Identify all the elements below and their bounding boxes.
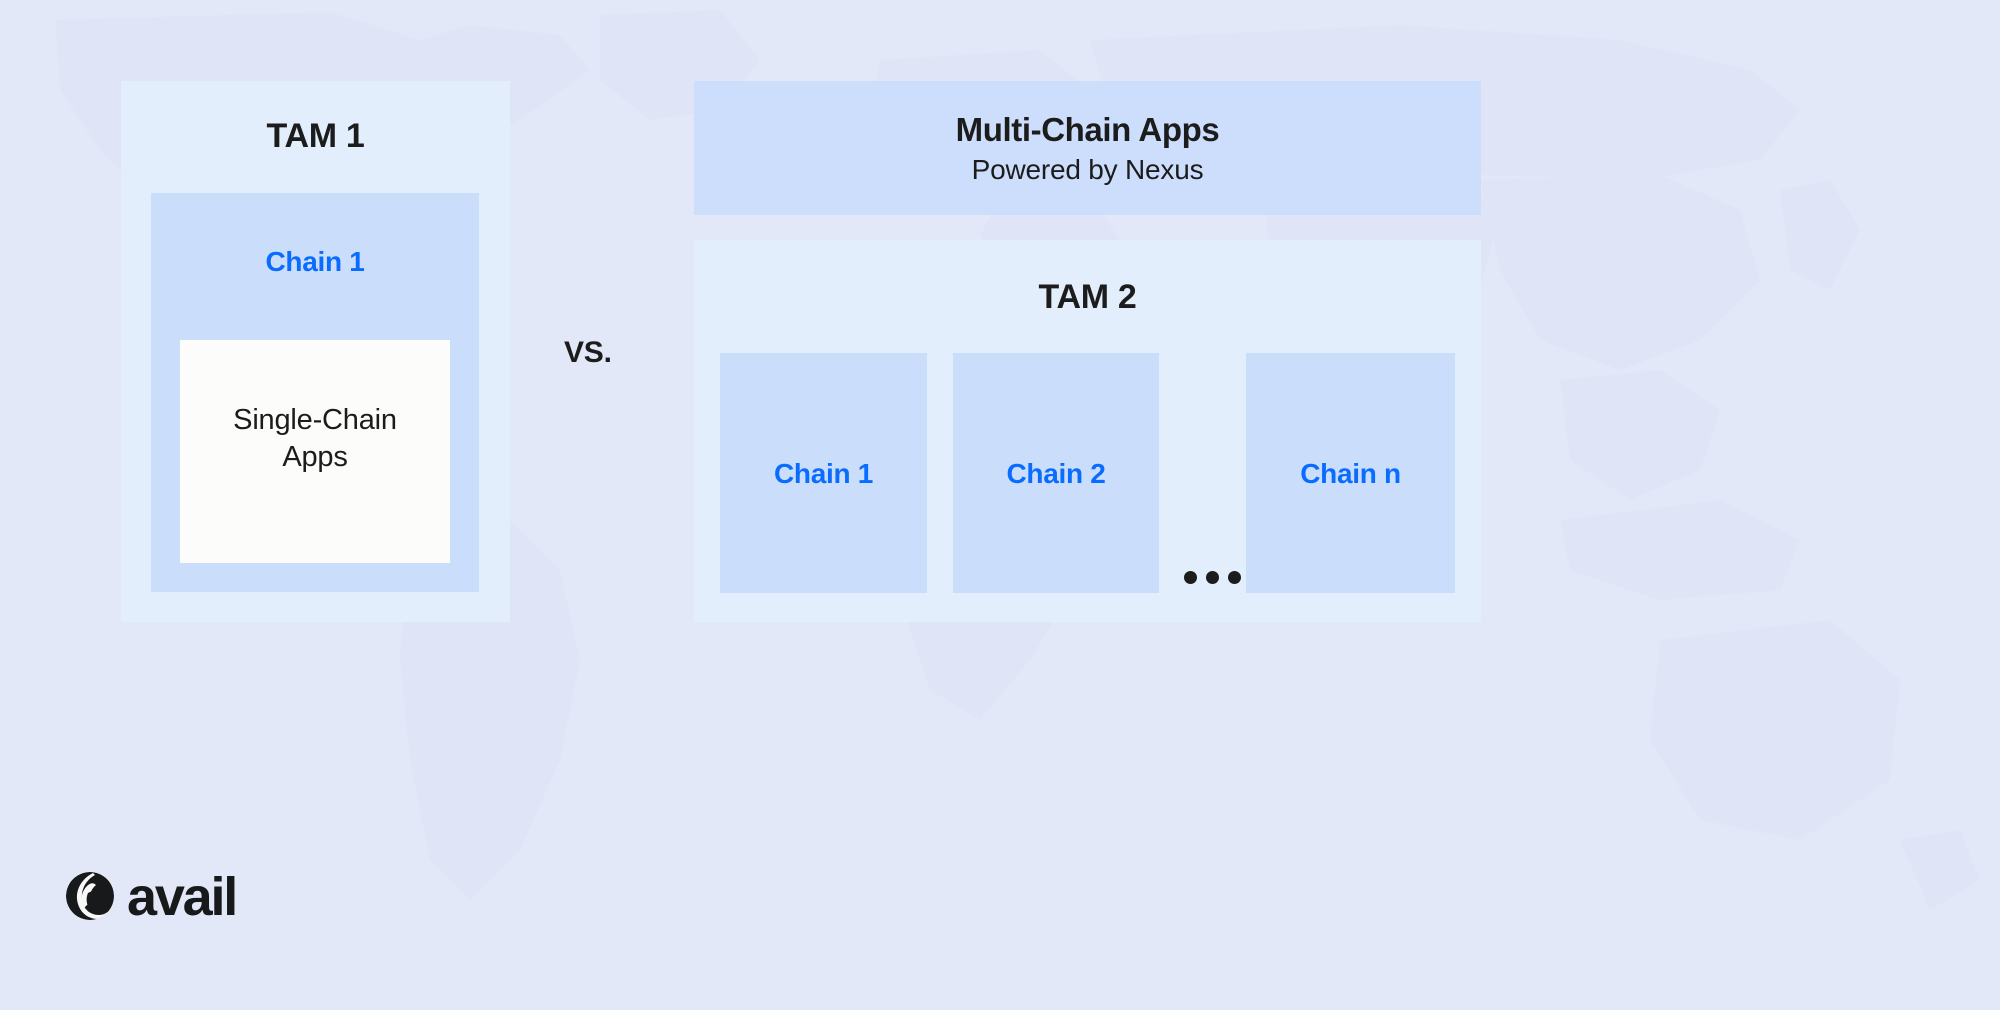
versus-label: VS. [564, 336, 612, 369]
tam2-title: TAM 2 [1038, 278, 1137, 316]
brand-wordmark: avail [127, 867, 238, 927]
ellipsis-dot-1 [1184, 571, 1197, 584]
tam2-chain-label-1: Chain 1 [773, 458, 874, 489]
ellipsis-dot-2 [1206, 571, 1219, 584]
tam2-chain-label-2: Chain 2 [1006, 458, 1106, 489]
single-chain-apps-line1: Single-Chain [233, 404, 397, 436]
tam1-title: TAM 1 [266, 117, 365, 155]
single-chain-apps-label: Single-Chain Apps [180, 402, 450, 476]
tam2-chain-box-1[interactable]: Chain 1 [720, 353, 927, 593]
tam1-chain1-label: Chain 1 [265, 246, 365, 277]
chain-ellipsis-icon [1184, 571, 1241, 584]
single-chain-apps-line2: Apps [282, 441, 348, 474]
multi-chain-apps-subtitle: Powered by Nexus [971, 154, 1204, 185]
multi-chain-apps-band: Multi-Chain Apps Powered by Nexus [694, 81, 1481, 215]
brand-logo: avail [62, 867, 238, 927]
avail-logo-icon [66, 872, 114, 920]
single-chain-apps-box[interactable]: Single-Chain Apps [180, 340, 450, 563]
multi-chain-apps-title: Multi-Chain Apps [955, 111, 1220, 148]
ellipsis-dot-3 [1228, 571, 1241, 584]
tam2-chain-box-2[interactable]: Chain 2 [953, 353, 1159, 593]
tam2-chain-box-n[interactable]: Chain n [1246, 353, 1455, 593]
tam2-chain-label-n: Chain n [1300, 458, 1401, 489]
